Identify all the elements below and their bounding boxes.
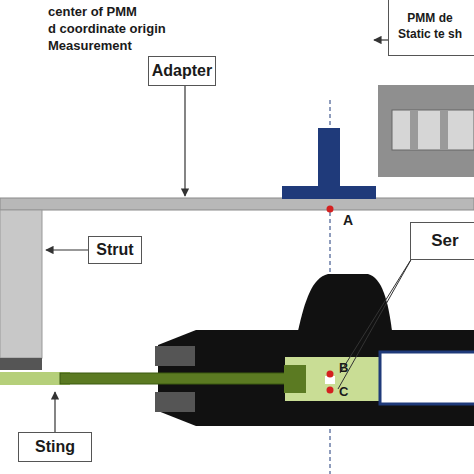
leader-arrow (54, 392, 55, 432)
point-label: A (343, 212, 353, 228)
adapter-bar (0, 198, 474, 210)
label-box: PMM de Static te sh (388, 0, 474, 56)
nose-collar (155, 346, 195, 366)
photo-sensor (392, 110, 474, 150)
annotation-text: center of PMM (48, 4, 137, 19)
label-box: Sting (18, 432, 92, 462)
sensor-body (285, 357, 380, 401)
box-text: Strut (96, 240, 133, 261)
leader-line (338, 258, 412, 389)
box-text: Adapter (152, 61, 212, 82)
pmm-stem (318, 128, 340, 190)
label-box: Ser (410, 222, 474, 260)
model-sail (298, 274, 392, 331)
point-b-dot (327, 371, 334, 378)
model-cavity (380, 352, 474, 404)
box-text: Ser (431, 230, 458, 252)
nose-collar (155, 392, 195, 412)
sensor-end (284, 365, 306, 393)
leader-line (340, 258, 412, 373)
label-box: Strut (88, 236, 142, 264)
photo-inset (378, 85, 474, 177)
photo-band (410, 110, 418, 150)
point-a-dot (327, 206, 334, 213)
strut-body (0, 210, 42, 358)
annotation-text: d coordinate origin (48, 21, 166, 36)
sting-rod (60, 373, 288, 384)
label-box: Adapter (148, 56, 216, 86)
box-text: PMM de Static te sh (395, 11, 465, 42)
leader-arrow (46, 249, 88, 250)
strut-clamp (0, 358, 42, 370)
annotation-text: Measurement (48, 38, 132, 53)
point-label: B (339, 360, 348, 375)
pmm-flange (282, 186, 376, 199)
point-c-dot (327, 387, 334, 394)
leader-arrow (184, 86, 185, 196)
point-label: C (339, 384, 348, 399)
photo-band (440, 110, 448, 150)
leader-arrow (374, 39, 388, 40)
box-text: Sting (35, 437, 75, 458)
